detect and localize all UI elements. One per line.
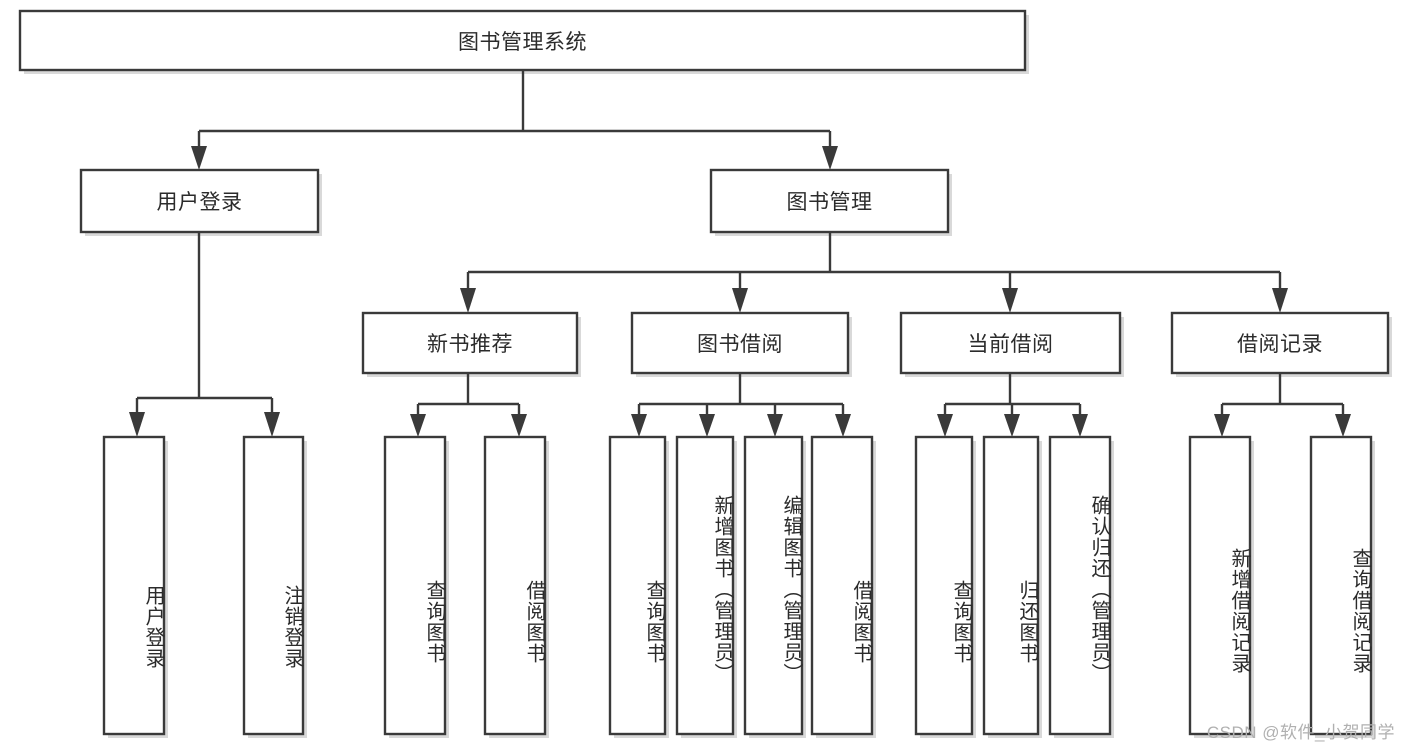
node-leaf-query-book-3[interactable] (914, 435, 974, 736)
node-leaf-return-book[interactable] (982, 435, 1040, 736)
connector-book-management-to-level3 (460, 232, 1288, 313)
node-borrow-record[interactable] (1170, 311, 1390, 375)
node-leaf-borrow-book-2[interactable] (810, 435, 874, 736)
node-leaf-add-book[interactable] (675, 435, 735, 736)
node-leaf-query-book-1[interactable] (383, 435, 447, 736)
node-leaf-borrow-book-1[interactable] (483, 435, 547, 736)
connector-current-borrow-to-leaves (937, 373, 1088, 437)
node-book-management[interactable] (709, 168, 950, 234)
node-new-book-recommend[interactable] (361, 311, 579, 375)
node-root[interactable] (18, 9, 1027, 72)
connector-root-to-level2 (191, 70, 838, 170)
node-leaf-query-record[interactable] (1309, 435, 1373, 736)
node-leaf-query-book-2[interactable] (608, 435, 667, 736)
node-user-login[interactable] (79, 168, 320, 234)
connector-user-login-to-leaves (129, 232, 280, 437)
node-leaf-edit-book[interactable] (743, 435, 804, 736)
watermark: CSDN @软件_小贺同学 (1206, 723, 1395, 742)
node-leaf-logout-login[interactable] (242, 435, 305, 736)
connector-borrow-record-to-leaves (1214, 373, 1351, 437)
connector-book-borrow-to-leaves (631, 373, 851, 437)
connector-new-book-to-leaves (410, 373, 527, 437)
node-leaf-confirm-return[interactable] (1048, 435, 1112, 736)
node-leaf-add-record[interactable] (1188, 435, 1252, 736)
node-book-borrow[interactable] (630, 311, 850, 375)
node-leaf-user-login[interactable] (102, 435, 166, 736)
node-current-borrow[interactable] (899, 311, 1122, 375)
